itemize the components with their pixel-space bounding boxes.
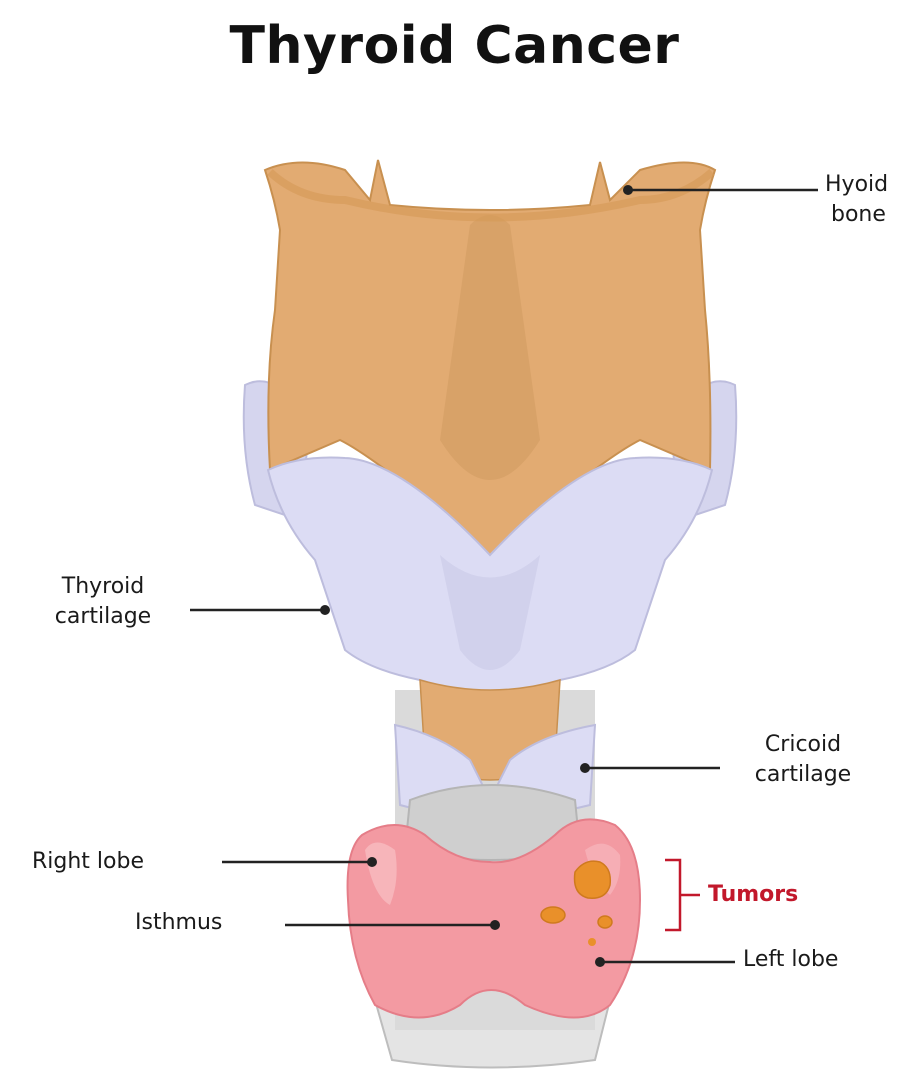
tumors-bracket (665, 860, 700, 930)
label-cricoid-cartilage-line1: Cricoid (728, 730, 878, 760)
label-hyoid-bone-line1: Hyoid (825, 170, 909, 200)
label-isthmus: Isthmus (135, 908, 222, 938)
label-hyoid-bone-line2: bone (825, 200, 909, 230)
label-thyroid-cartilage-line1: Thyroid (28, 572, 178, 602)
label-cricoid-cartilage-line2: cartilage (728, 760, 878, 790)
label-right-lobe: Right lobe (32, 847, 144, 877)
label-cricoid-cartilage: Cricoid cartilage (728, 730, 878, 790)
label-hyoid-bone: Hyoid bone (825, 170, 909, 230)
label-thyroid-cartilage-line2: cartilage (28, 602, 178, 632)
label-thyroid-cartilage: Thyroid cartilage (28, 572, 178, 632)
label-tumors: Tumors (708, 880, 798, 910)
label-left-lobe: Left lobe (743, 945, 838, 975)
